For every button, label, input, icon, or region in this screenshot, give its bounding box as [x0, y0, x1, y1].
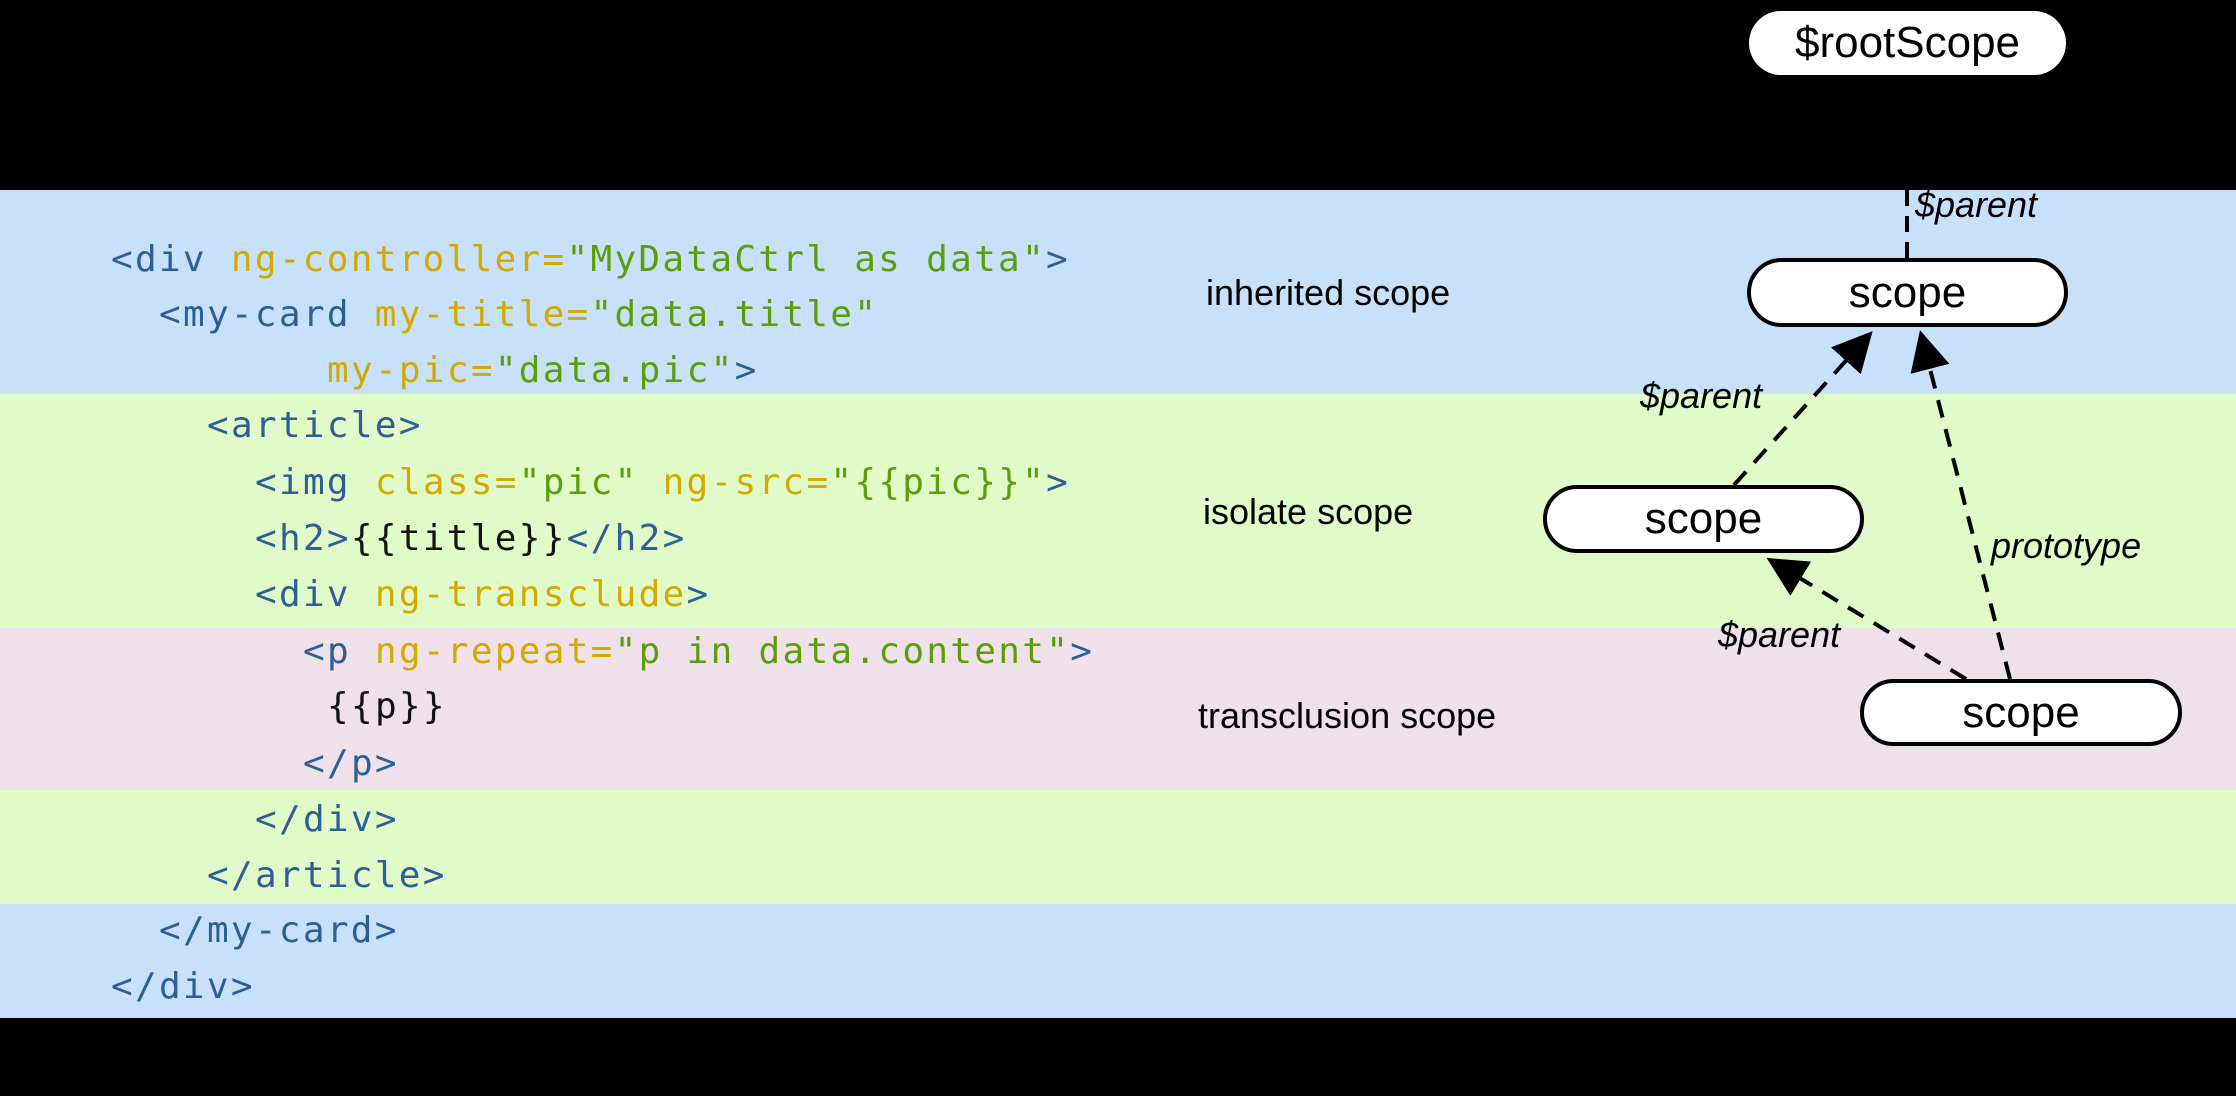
code-token: "MyDataCtrl as data"	[566, 239, 1046, 280]
code-token: "pic"	[518, 462, 663, 503]
code-token: ng-repeat=	[374, 631, 615, 672]
band-isolate-top	[0, 394, 2236, 628]
code-token: <my-card	[159, 294, 375, 335]
code-line: <div ng-controller="MyDataCtrl as data">	[111, 240, 1070, 280]
code-token: <h2>	[255, 518, 351, 559]
code-token: my-pic=	[327, 350, 495, 391]
band-inherited-bottom	[0, 904, 2236, 1018]
code-line: my-pic="data.pic">	[327, 351, 759, 391]
node-inherited-scope: scope	[1747, 258, 2068, 327]
node-rootscope: $rootScope	[1749, 11, 2066, 75]
band-isolate-bottom	[0, 790, 2236, 904]
code-token: <div	[255, 574, 375, 615]
code-token: my-title=	[374, 294, 591, 335]
code-token: </article>	[207, 855, 447, 896]
edge-label-prototype: prototype	[1991, 525, 2142, 566]
code-line: </p>	[303, 744, 399, 784]
code-token: </p>	[303, 743, 399, 784]
code-token: </h2>	[566, 518, 687, 559]
edge-label-isolate-parent: $parent	[1640, 375, 1763, 416]
code-token: </my-card>	[159, 910, 399, 951]
code-token: <div	[111, 239, 231, 280]
code-line: </my-card>	[159, 911, 399, 951]
code-token: ng-src=	[662, 462, 831, 503]
code-token: >	[686, 574, 711, 615]
code-token: "p in data.content"	[614, 631, 1071, 672]
code-token: >	[1046, 239, 1070, 280]
code-line: <article>	[207, 406, 423, 446]
code-token: </div>	[111, 966, 255, 1007]
code-token: ng-transclude	[374, 574, 687, 615]
code-token: >	[1046, 462, 1071, 503]
code-token: <p	[303, 631, 375, 672]
code-line: <div ng-transclude>	[255, 575, 711, 615]
code-token: ng-controller=	[230, 239, 567, 280]
code-line: </article>	[207, 856, 447, 896]
code-token: "data.title"	[590, 294, 879, 335]
code-token: "{{pic}}"	[830, 462, 1047, 503]
code-token: <article>	[207, 405, 423, 446]
label-transclusion-scope: transclusion scope	[1198, 695, 1497, 736]
label-isolate-scope: isolate scope	[1203, 491, 1414, 532]
label-inherited-scope: inherited scope	[1206, 272, 1451, 313]
code-line: <h2>{{title}}</h2>	[255, 519, 687, 559]
code-line: </div>	[255, 800, 399, 840]
code-token: >	[1070, 631, 1095, 672]
code-token: <img	[255, 462, 375, 503]
edge-label-root-parent: $parent	[1915, 184, 2038, 225]
code-token: "data.pic"	[494, 350, 735, 391]
code-token: {{title}}	[350, 518, 567, 559]
code-token: </div>	[255, 799, 399, 840]
code-token: {{p}}	[327, 686, 447, 727]
node-isolate-scope: scope	[1543, 485, 1864, 553]
code-line: {{p}}	[327, 687, 447, 727]
code-line: </div>	[111, 967, 255, 1007]
code-token: class=	[374, 462, 519, 503]
code-line: <img class="pic" ng-src="{{pic}}">	[255, 463, 1070, 503]
code-token: >	[734, 350, 759, 391]
edge-label-transclusion-parent: $parent	[1718, 614, 1841, 655]
node-transclusion-scope: scope	[1860, 679, 2182, 746]
code-line: <p ng-repeat="p in data.content">	[303, 632, 1094, 672]
code-line: <my-card my-title="data.title"	[159, 295, 878, 335]
